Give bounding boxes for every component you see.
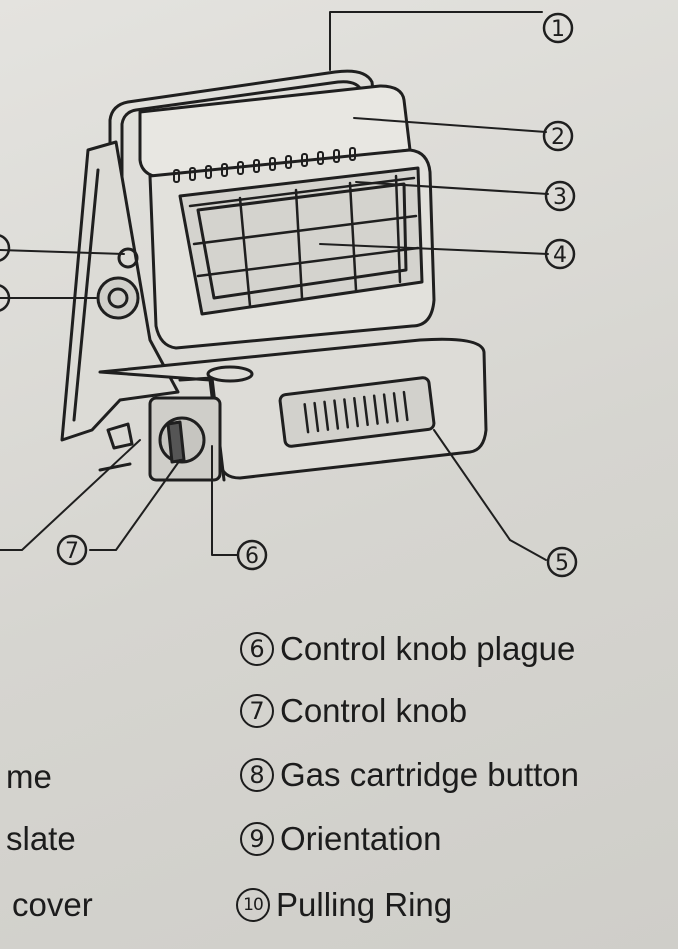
- legend-label: Orientation: [280, 820, 442, 857]
- left-fragment-2: slate: [6, 820, 76, 857]
- callout-partial-lower: [0, 284, 11, 312]
- legend-item-9: 9 Orientation: [240, 820, 441, 858]
- svg-text:7: 7: [65, 539, 79, 564]
- legend-number: 6: [240, 632, 274, 666]
- legend-number: 8: [240, 758, 274, 792]
- svg-text:2: 2: [551, 125, 565, 150]
- callout-2: 2: [542, 120, 574, 152]
- legend-label: Control knob: [280, 692, 468, 729]
- side-knob: [96, 276, 140, 320]
- callout-5: 5: [546, 546, 578, 578]
- heater-diagram: 1 2 3 4 5 6 7: [0, 11, 578, 578]
- legend-label: Gas cartridge button: [280, 756, 579, 793]
- legend-number: 10: [236, 888, 270, 922]
- svg-text:6: 6: [245, 544, 259, 569]
- legend-number: 9: [240, 822, 274, 856]
- legend-item-7: 7 Control knob: [240, 692, 467, 730]
- leader-lines: [0, 11, 549, 561]
- legend-label: Pulling Ring: [276, 886, 453, 923]
- callout-7: 7: [56, 534, 88, 566]
- base-vents: [303, 390, 409, 434]
- legend-label: Control knob plague: [280, 630, 576, 667]
- callout-6: 6: [236, 539, 268, 571]
- left-fragment-1: me: [6, 758, 52, 795]
- callout-3: 3: [544, 180, 576, 212]
- carry-handle: [108, 69, 376, 182]
- pulling-ring: [117, 247, 139, 269]
- svg-text:1: 1: [551, 17, 565, 42]
- legend-item-6: 6 Control knob plague: [240, 630, 575, 668]
- legend-number: 7: [240, 694, 274, 728]
- callout-partial-upper: [0, 234, 11, 262]
- vent-holes: [173, 147, 356, 183]
- gas-cartridge-button: [106, 422, 134, 450]
- svg-text:4: 4: [553, 243, 567, 268]
- left-fragment-3: cover: [12, 886, 93, 923]
- legend-item-10: 10 Pulling Ring: [236, 886, 452, 924]
- svg-text:5: 5: [555, 551, 569, 576]
- callout-1: 1: [542, 12, 574, 44]
- legend-item-8: 8 Gas cartridge button: [240, 756, 579, 794]
- callout-4: 4: [544, 238, 576, 270]
- svg-text:3: 3: [553, 185, 567, 210]
